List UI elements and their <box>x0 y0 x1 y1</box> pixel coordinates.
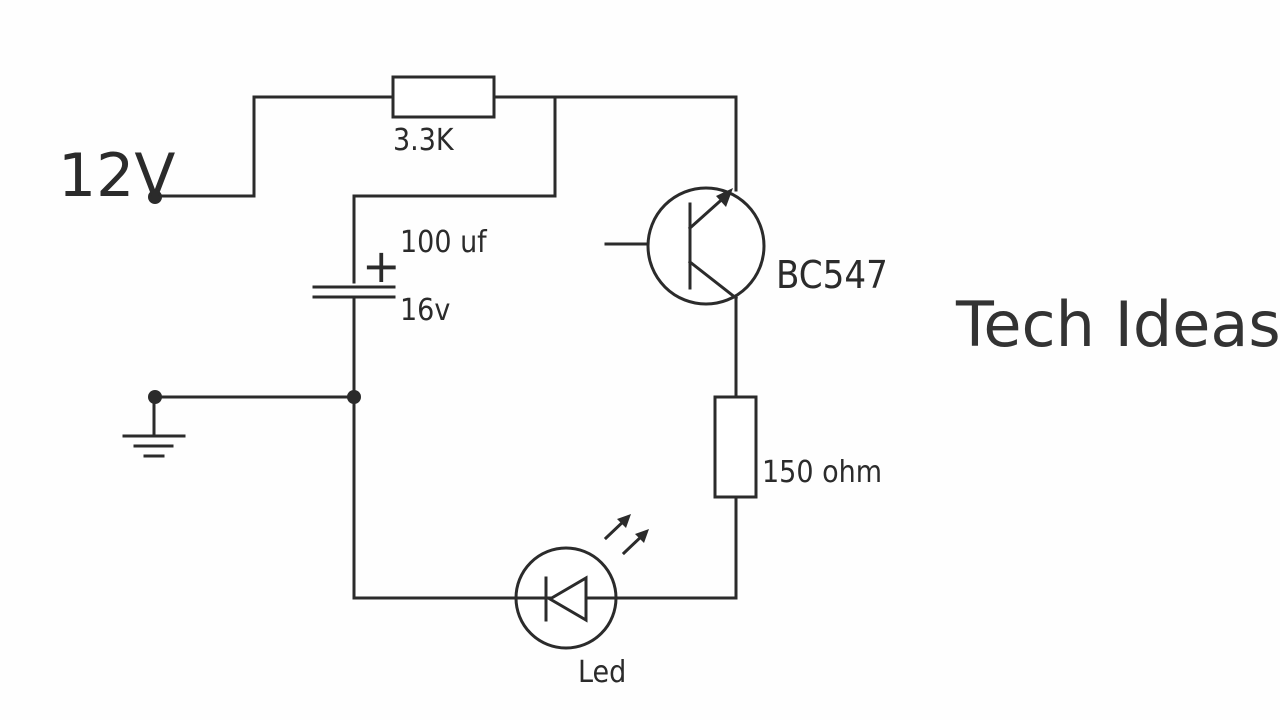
led <box>514 514 649 650</box>
wires <box>152 95 738 600</box>
capacitor-value-label: 100 uf <box>400 225 488 260</box>
wire-led-return <box>613 495 738 600</box>
capacitor-voltage-label: 16v <box>400 293 450 328</box>
wire-cap-branch <box>352 95 557 284</box>
supply-terminal <box>148 190 162 204</box>
capacitor-polarity-label: + <box>362 239 401 293</box>
wire-top-rail <box>492 95 738 192</box>
resistor-150-label: 150 ohm <box>762 455 882 490</box>
junction-dot <box>347 390 361 404</box>
light-emission-arrows <box>603 514 649 556</box>
ground-terminal <box>148 390 162 404</box>
brand-title: Tech Ideas <box>955 288 1280 361</box>
resistor-3k3-label: 3.3K <box>393 123 455 158</box>
capacitor <box>312 285 396 299</box>
ground-symbol <box>122 434 186 458</box>
transistor-label: BC547 <box>776 253 888 297</box>
resistor-3k3 <box>391 75 496 119</box>
transistor-bc547 <box>646 186 766 306</box>
wire-supply <box>153 95 395 198</box>
led-label: Led <box>578 655 626 690</box>
wire-left-rail <box>352 295 519 600</box>
supply-voltage-label: 12V <box>58 141 175 211</box>
resistor-150-ohm <box>713 395 758 499</box>
